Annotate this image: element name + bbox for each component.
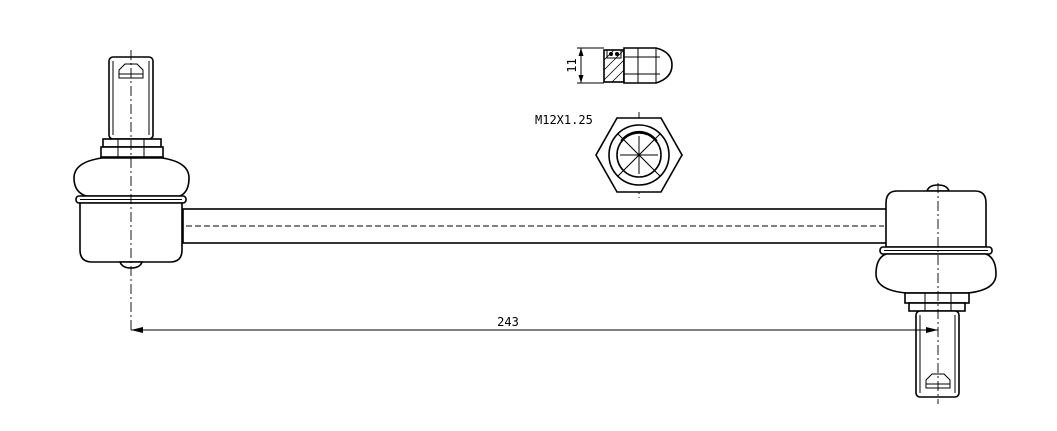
right-rubber-boot [875,253,997,294]
thread-spec-label: M12X1.25 [535,113,593,127]
left-ball-joint [73,50,190,330]
right-housing [885,190,987,248]
left-rubber-boot [73,157,190,197]
length-dimension-label: 243 [497,315,519,329]
connecting-rod [182,208,888,244]
nut-side-view: 11 [565,47,673,84]
length-dimension: 243 [131,315,938,333]
nut-front-view: M12X1.25 [535,112,684,198]
nut-height-label: 11 [565,58,579,72]
right-ball-joint [875,183,997,404]
